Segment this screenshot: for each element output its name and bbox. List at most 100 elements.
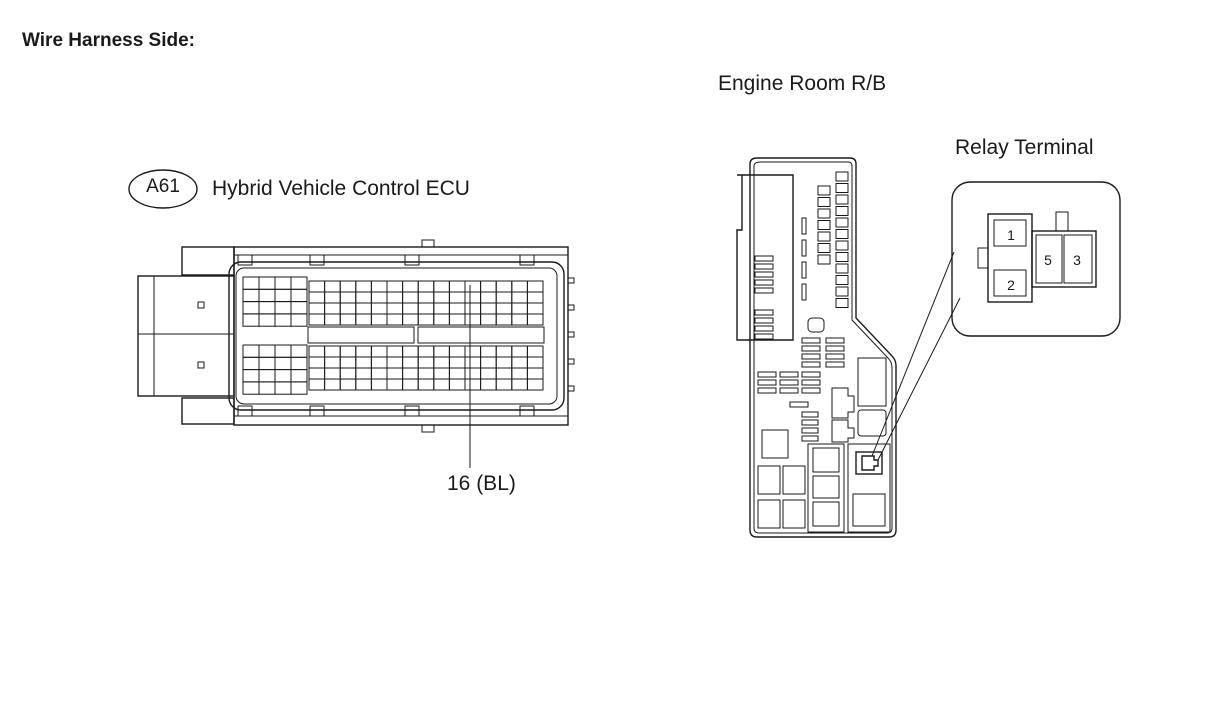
relay-block-fuse	[835, 183, 849, 193]
ecu-terminal-cell	[480, 291, 497, 304]
ecu-terminal-cell	[480, 345, 497, 358]
ecu-terminal-cell	[526, 313, 544, 326]
ecu-terminal-cell	[308, 291, 326, 304]
relay-block-fuse	[835, 263, 849, 274]
ecu-terminal-cell	[242, 344, 260, 358]
relay-block-fuse	[817, 254, 831, 265]
relay-block-fuse	[817, 231, 831, 242]
ecu-terminal-cell	[386, 280, 404, 293]
relay-block-fuse	[835, 240, 849, 251]
ecu-terminal-cell	[511, 378, 528, 391]
ecu-terminal-cell	[355, 302, 372, 315]
ecu-terminal-cell	[464, 302, 482, 315]
ecu-terminal-cell	[386, 291, 404, 304]
ecu-terminal-cell	[495, 356, 513, 369]
relay-block-fuse	[835, 194, 849, 205]
ecu-terminal-cell	[308, 378, 326, 391]
ecu-terminal-cell	[370, 291, 388, 304]
ecu-terminal-cell	[417, 302, 435, 315]
ecu-terminal-cell	[417, 345, 435, 358]
relay-block-fuse	[835, 275, 849, 285]
ecu-terminal-cell	[511, 356, 528, 369]
ecu-terminal-cell	[258, 369, 276, 383]
ecu-terminal-cell	[355, 367, 372, 380]
ecu-terminal-cell	[339, 378, 357, 391]
engine-room-relay-block-drawing	[736, 157, 961, 538]
ecu-terminal-cell	[402, 378, 419, 391]
relay-block-mini-fuse	[789, 401, 809, 408]
terminal-label-1: 1	[1007, 227, 1015, 243]
ecu-terminal-cell	[258, 301, 276, 315]
ecu-terminal-cell	[308, 345, 326, 358]
ecu-terminal-cell	[511, 313, 528, 326]
ecu-terminal-cell	[324, 313, 341, 326]
ecu-terminal-cell	[274, 276, 292, 290]
ecu-terminal-cell	[258, 288, 276, 303]
ecu-terminal-cell	[355, 280, 372, 293]
ecu-terminal-cell	[495, 313, 513, 326]
relay-block-fuse	[835, 252, 849, 262]
ecu-terminal-cell	[258, 313, 276, 327]
relay-terminal-title: Relay Terminal	[955, 136, 1094, 159]
connector-code-oval	[128, 169, 198, 209]
ecu-terminal-cell	[526, 291, 544, 304]
ecu-terminal-cell	[355, 356, 372, 369]
ecu-terminal-cell	[511, 291, 528, 304]
ecu-terminal-cell	[417, 378, 435, 391]
ecu-terminal-cell	[386, 345, 404, 358]
ecu-terminal-cell	[274, 369, 292, 383]
relay-block-mini-fuse	[779, 371, 799, 378]
ecu-connector-drawing	[137, 239, 575, 468]
terminal-label-3: 3	[1073, 252, 1081, 268]
ecu-terminal-cell	[274, 313, 292, 327]
relay-block-mini-fuse	[825, 353, 845, 360]
relay-block-mini-fuse	[801, 379, 821, 386]
ecu-terminal-cell	[448, 367, 466, 380]
ecu-terminal-cell	[370, 367, 388, 380]
ecu-terminal-cell	[495, 378, 513, 391]
ecu-terminal-cell	[339, 367, 357, 380]
relay-block-mini-fuse	[757, 387, 777, 394]
ecu-terminal-cell	[448, 378, 466, 391]
pin-callout-label: 16 (BL)	[447, 472, 516, 495]
relay-block-fuse	[835, 229, 849, 239]
ecu-terminal-cell	[339, 302, 357, 315]
relay-block-slot	[754, 287, 774, 294]
ecu-terminal-cell	[464, 280, 482, 293]
ecu-terminal-cell	[526, 302, 544, 315]
relay-block-mini-fuse	[801, 411, 819, 418]
ecu-terminal-cell	[448, 356, 466, 369]
relay-block-mini-fuse	[801, 435, 819, 442]
relay-block-mini-fuse	[757, 379, 777, 386]
ecu-terminal-cell	[258, 276, 276, 290]
ecu-terminal-cell	[433, 313, 450, 326]
terminal-label-2: 2	[1007, 277, 1015, 293]
ecu-terminal-cell	[402, 313, 419, 326]
ecu-terminal-cell	[290, 356, 308, 371]
ecu-terminal-cell	[480, 378, 497, 391]
ecu-terminal-cell	[290, 288, 308, 303]
relay-block-mini-fuse	[801, 387, 821, 394]
ecu-terminal-cell	[355, 313, 372, 326]
ecu-terminal-cell	[480, 367, 497, 380]
ecu-terminal-cell	[290, 301, 308, 315]
ecu-connector-code: A61	[146, 176, 180, 197]
ecu-terminal-cell	[495, 280, 513, 293]
ecu-terminal-cell	[402, 356, 419, 369]
ecu-terminal-cell	[370, 356, 388, 369]
ecu-terminal-cell	[433, 356, 450, 369]
ecu-terminal-cell	[417, 367, 435, 380]
relay-block-fuse	[817, 185, 831, 196]
ecu-terminal-cell	[386, 313, 404, 326]
relay-block-mini-fuse	[801, 345, 821, 352]
relay-block-fuse	[817, 220, 831, 230]
relay-block-mini-fuse	[779, 387, 799, 394]
relay-block-mini-fuse	[825, 337, 845, 344]
ecu-terminal-cell	[402, 367, 419, 380]
ecu-terminal-cell	[308, 302, 326, 315]
ecu-terminal-cell	[511, 367, 528, 380]
ecu-terminal-cell	[386, 356, 404, 369]
terminal-label-5: 5	[1044, 252, 1052, 268]
ecu-terminal-cell	[386, 378, 404, 391]
